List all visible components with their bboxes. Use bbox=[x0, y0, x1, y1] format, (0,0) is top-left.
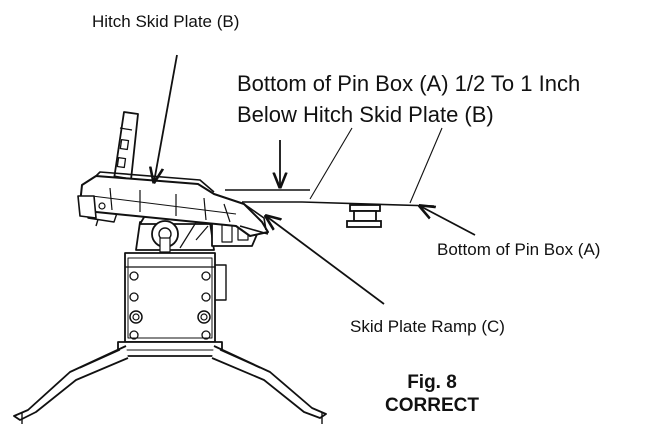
bottom-pin-box-label: Bottom of Pin Box (A) bbox=[437, 240, 601, 259]
figure-number: Fig. 8 bbox=[407, 372, 457, 393]
hitch-skid-plate-label: Hitch Skid Plate (B) bbox=[92, 12, 240, 31]
pin-box-spec-line-1: Bottom of Pin Box (A) 1/2 To 1 Inch bbox=[237, 71, 581, 96]
hitch-leg-stand bbox=[13, 252, 327, 424]
figure-status: CORRECT bbox=[385, 395, 479, 416]
pin-box-lines bbox=[225, 127, 443, 207]
king-pin bbox=[346, 204, 382, 228]
skid-plate-ramp-label: Skid Plate Ramp (C) bbox=[350, 317, 505, 336]
pin-box-spec-label: Bottom of Pin Box (A) 1/2 To 1 Inch Belo… bbox=[237, 68, 667, 130]
pin-box-spec-line-2: Below Hitch Skid Plate (B) bbox=[237, 102, 494, 127]
leader-lines bbox=[154, 54, 476, 305]
figure-caption: Fig. 8 CORRECT bbox=[380, 371, 484, 417]
